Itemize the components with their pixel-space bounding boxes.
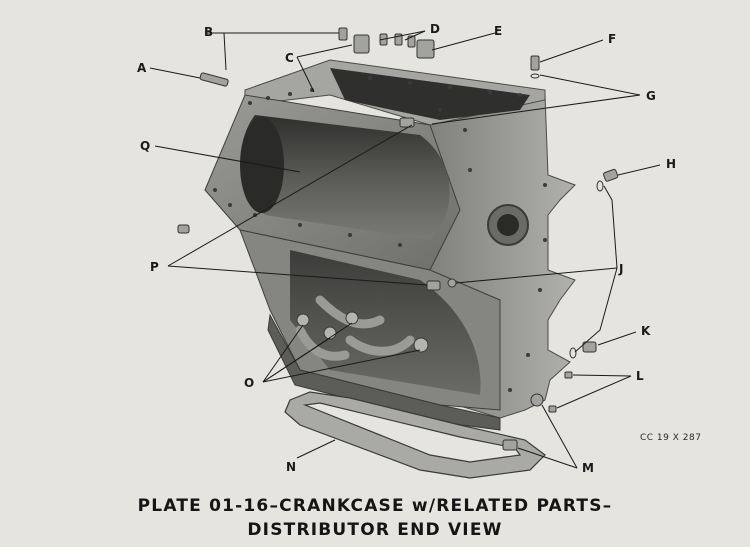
- dowel-f: [530, 55, 540, 71]
- callout-e: E: [494, 24, 503, 38]
- loose-dowel-p: [177, 224, 190, 234]
- callout-q: Q: [140, 139, 151, 153]
- callout-m: M: [582, 461, 594, 475]
- flange-bolt-holes: [213, 76, 547, 392]
- dowel-b: [338, 27, 348, 41]
- callout-o: O: [244, 376, 255, 390]
- bushing-e: [416, 39, 435, 59]
- callout-l: L: [636, 369, 644, 383]
- fitting-m1: [530, 393, 544, 407]
- plug-h: [603, 168, 619, 182]
- fitting-m2: [502, 439, 518, 451]
- plate-title: PLATE 01-16–CRANKCASE w/RELATED PARTS–: [137, 496, 613, 516]
- oil-pan-gasket: [284, 391, 546, 479]
- leader-lines: [149, 30, 661, 469]
- upper-pan-interior: [330, 68, 530, 120]
- callout-p: P: [150, 260, 159, 274]
- ring-h: [596, 180, 604, 192]
- distributor-bore: [497, 214, 519, 236]
- callout-k: K: [641, 324, 651, 338]
- dowel-a: [199, 72, 229, 87]
- seal-q: [399, 117, 415, 128]
- plug-l2: [548, 405, 557, 413]
- lower-port: [345, 311, 359, 325]
- callout-n: N: [286, 460, 297, 474]
- callout-f: F: [608, 32, 617, 46]
- lower-port: [296, 313, 310, 327]
- cylinder-bore: [241, 115, 450, 240]
- callout-g: G: [646, 89, 656, 103]
- callout-c: C: [285, 51, 294, 65]
- crankcase-body: [204, 59, 576, 431]
- ring-g: [530, 73, 540, 79]
- plug-k: [582, 341, 597, 353]
- plug-p: [426, 280, 441, 291]
- plug-j: [447, 278, 457, 288]
- callout-h: H: [666, 157, 677, 171]
- callout-j: J: [619, 262, 624, 276]
- bushing-c: [353, 34, 370, 54]
- ring-k: [569, 347, 577, 359]
- negative-code: CC 19 X 287: [640, 433, 702, 443]
- plate-subtitle: DISTRIBUTOR END VIEW: [247, 520, 503, 540]
- lower-port: [413, 337, 429, 353]
- loose-parts: [177, 27, 619, 451]
- pin-d3: [407, 35, 416, 48]
- callout-b: B: [204, 25, 214, 39]
- plug-l1: [564, 371, 573, 379]
- callout-a: A: [137, 61, 147, 75]
- callout-d: D: [430, 22, 440, 36]
